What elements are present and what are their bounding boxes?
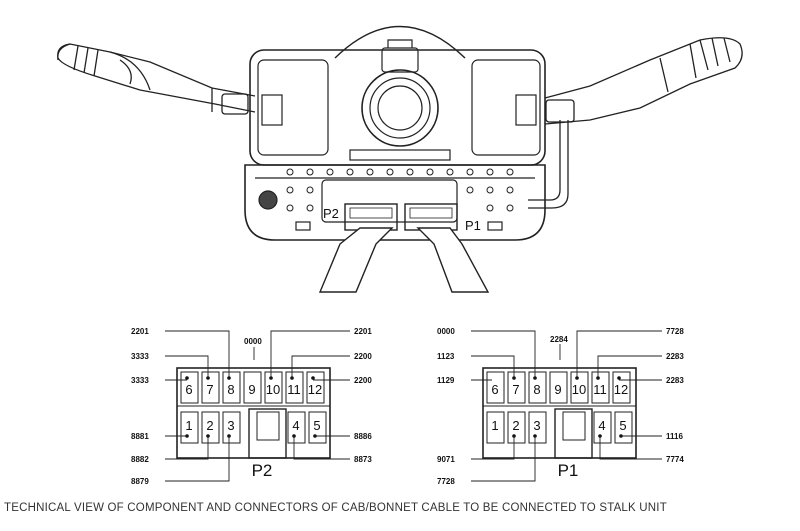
p2-wire-0000: 0000: [244, 337, 262, 346]
p2-pin-5: 5: [313, 418, 320, 433]
unit-label-p1: P1: [465, 218, 481, 233]
p1-pin-8: 8: [533, 382, 540, 397]
p1-wire-1129: 1129: [437, 376, 455, 385]
p2-pin-4: 4: [292, 418, 299, 433]
p2-wire-2200-lower: 2200: [354, 376, 372, 385]
left-stalk: [57, 43, 256, 115]
p1-pin-11: 11: [593, 382, 607, 397]
p1-pin-2: 2: [512, 418, 519, 433]
p2-pin-6: 6: [185, 382, 192, 397]
p2-wire-8881: 8881: [131, 432, 149, 441]
p1-pin-4: 4: [598, 418, 605, 433]
p2-wire-8873: 8873: [354, 455, 372, 464]
p1-pin-12: 12: [614, 382, 628, 397]
diagram-caption: TECHNICAL VIEW OF COMPONENT AND CONNECTO…: [4, 502, 667, 514]
p1-pin-6: 6: [491, 382, 498, 397]
p1-pin-7: 7: [512, 382, 519, 397]
p1-wire-7728-top: 7728: [666, 327, 684, 336]
p1-wire-2284: 2284: [550, 335, 568, 344]
p2-pin-2: 2: [206, 418, 213, 433]
right-stalk: [528, 37, 743, 209]
p2-wire-2201-left: 2201: [131, 327, 149, 336]
p1-leader-lines: [471, 330, 662, 482]
p2-wire-8879: 8879: [131, 477, 149, 486]
p2-leader-lines: [165, 330, 350, 482]
unit-label-p2: P2: [323, 206, 339, 221]
base-holes: [286, 168, 514, 212]
p1-pin-5: 5: [619, 418, 626, 433]
connector-p2: 6 7 8 9 10 11 12 1 2 3 4 5 P2 2201 00: [131, 327, 372, 486]
stalk-unit-illustration: P2 P1: [57, 25, 743, 293]
connector-p1-latch: [554, 408, 593, 459]
connector-p1-label: P1: [558, 461, 579, 480]
connector-p2-latch: [248, 408, 287, 459]
p2-pin-1: 1: [185, 418, 192, 433]
p2-pin-11: 11: [287, 382, 301, 397]
p2-pin-3: 3: [227, 418, 234, 433]
p2-pin-8: 8: [227, 382, 234, 397]
p2-wire-2200-upper: 2200: [354, 352, 372, 361]
p2-wire-3333-upper: 3333: [131, 352, 149, 361]
connector-p1: 6 7 8 9 10 11 12 1 2 3 4 5 P1 0000 2284 …: [437, 327, 684, 486]
p2-pin-7: 7: [206, 382, 213, 397]
p2-wire-3333-lower: 3333: [131, 376, 149, 385]
p1-pin-1: 1: [491, 418, 498, 433]
p2-pin-12: 12: [308, 382, 322, 397]
p1-wire-9071: 9071: [437, 455, 455, 464]
p1-pin-10: 10: [572, 382, 586, 397]
p1-pin-9: 9: [554, 382, 561, 397]
p1-wire-2283-lower: 2283: [666, 376, 684, 385]
p1-wire-1116: 1116: [666, 432, 683, 441]
connector-p2-label: P2: [252, 461, 273, 480]
p2-pin-10: 10: [266, 382, 280, 397]
p1-wire-2283-upper: 2283: [666, 352, 684, 361]
p2-wire-8882: 8882: [131, 455, 149, 464]
p1-wire-0000: 0000: [437, 327, 455, 336]
p2-wire-2201-right: 2201: [354, 327, 372, 336]
p1-wire-7774: 7774: [666, 455, 684, 464]
p1-wire-7728-bottom: 7728: [437, 477, 455, 486]
p2-wire-8886: 8886: [354, 432, 372, 441]
p1-wire-1123: 1123: [437, 352, 455, 361]
p1-pin-3: 3: [533, 418, 540, 433]
p2-pin-9: 9: [248, 382, 255, 397]
